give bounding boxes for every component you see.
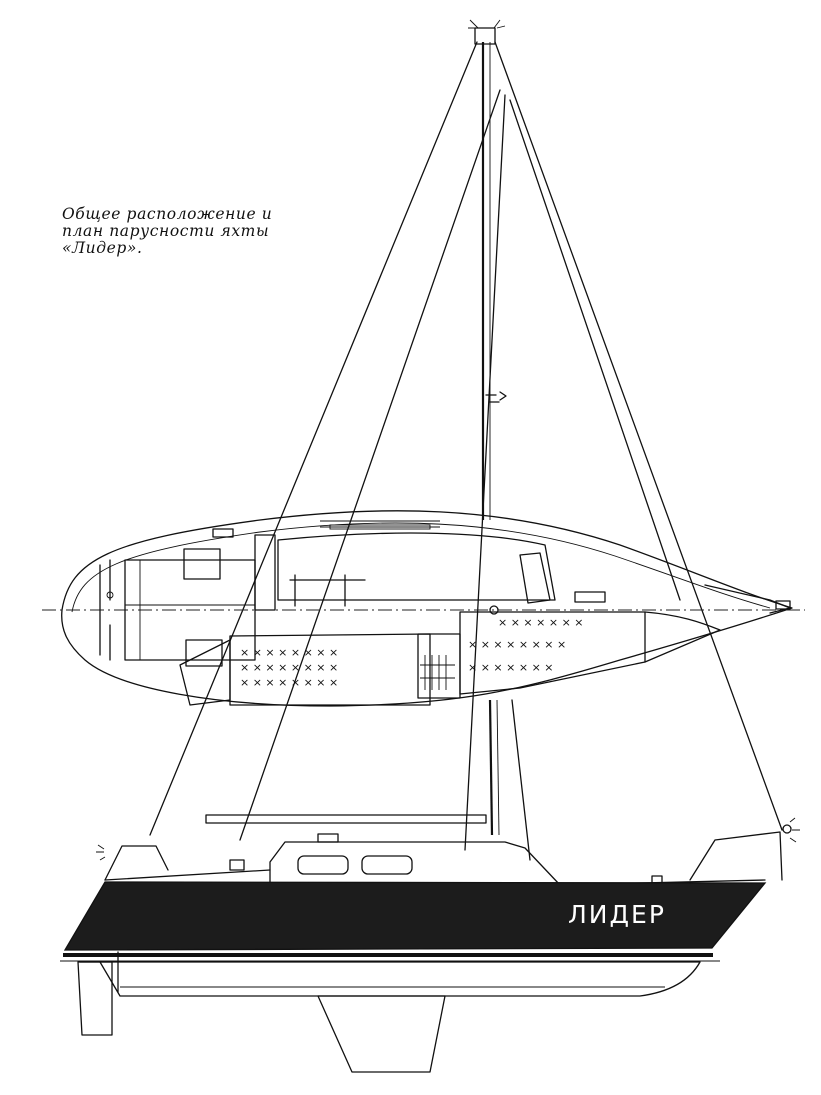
svg-text:× × × × × × × ×: × × × × × × × × [468,638,566,651]
bow-pulpit [689,831,783,881]
porthole-aft [297,855,349,875]
boom [205,814,487,824]
stern-pulpit [104,845,169,881]
caption-line-2: план парусности яхты [62,222,270,240]
forestay [149,41,478,836]
svg-text:× × × × × × × ×: × × × × × × × × [240,646,338,659]
deck-plan: × × × × × × × × × × × × × × × × × × × × … [42,510,805,707]
cabin-top [277,532,556,601]
berth-cushion-marks: × × × × × × × × × × × × × × × × × × × × … [240,616,584,689]
caption-line-3: «Лидер». [62,239,143,257]
hull-plan-outline [61,510,793,707]
underbody [79,961,701,997]
svg-text:× × × × × × ×: × × × × × × × [498,616,584,629]
svg-text:× × × × × × × ×: × × × × × × × × [240,661,338,674]
sail-plan [149,19,783,861]
hull-side [63,881,767,951]
svg-text:× × × × × × ×: × × × × × × × [468,661,554,674]
jib-leech [239,89,501,841]
hull-profile: ЛИДЕР [60,817,800,1073]
mainsail-leech [464,94,506,851]
keel [317,995,446,1073]
spreader [485,391,507,403]
mast-step [489,605,499,615]
boat-name-lettering: ЛИДЕР [568,900,666,929]
rudder [77,961,113,1036]
caption-line-1: Общее расположение и [62,205,273,223]
saloon-table [289,574,366,607]
forehatch [519,552,551,604]
cockpit-locker [183,548,221,580]
svg-text:× × × × × × × ×: × × × × × × × × [240,676,338,689]
figure-caption: Общее расположение и план парусности яхт… [62,206,282,257]
porthole-fwd [361,855,413,875]
mast-lower [488,699,494,836]
cabin-trunk [269,841,561,886]
backstay [494,41,783,831]
masthead-fitting [474,27,496,45]
